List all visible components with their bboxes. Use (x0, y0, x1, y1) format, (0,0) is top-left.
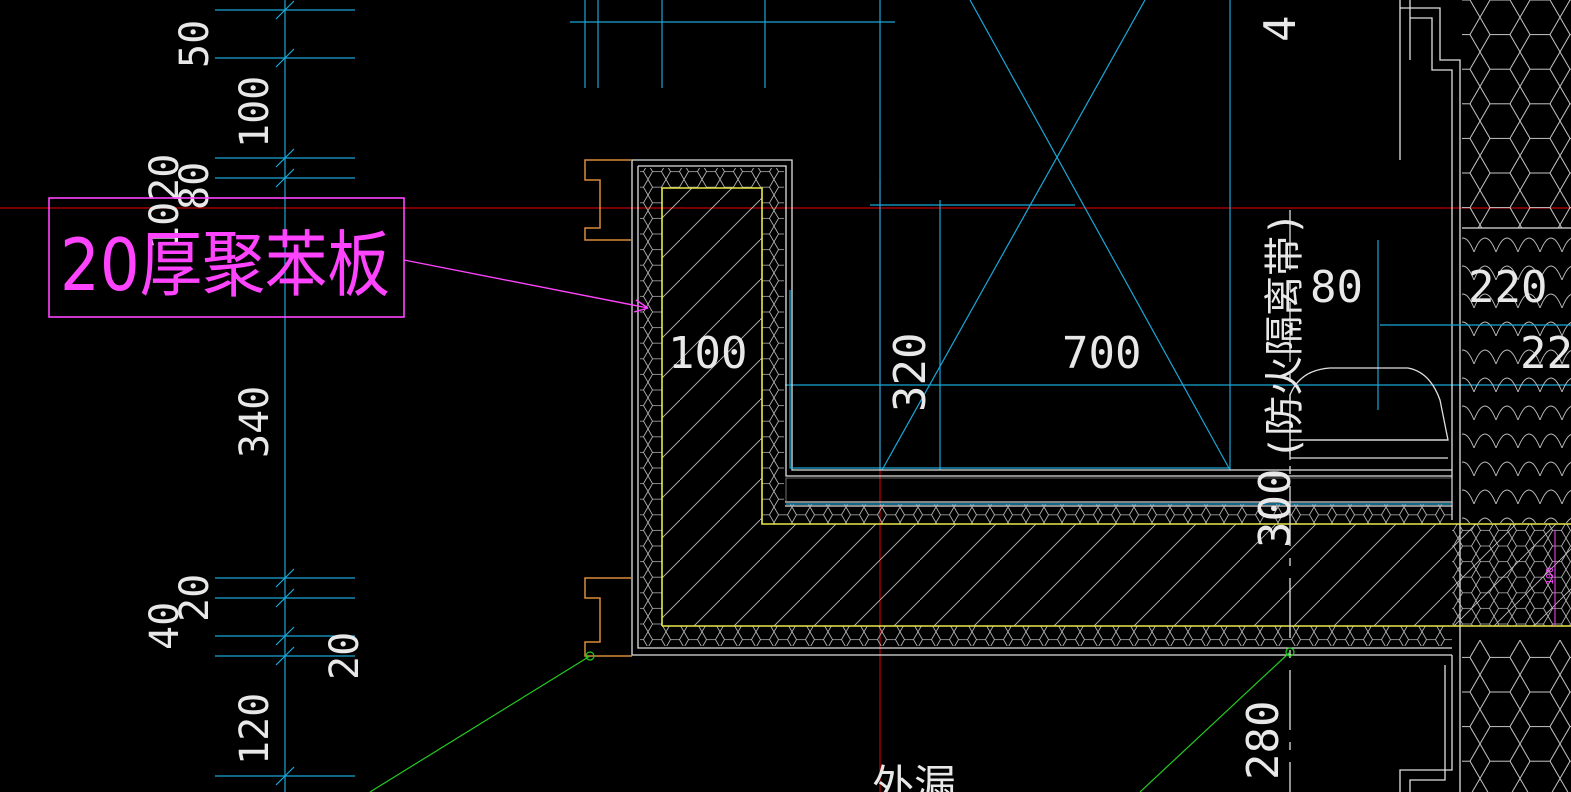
bottom-label: 外漏 (872, 761, 956, 792)
dim-label-inner-100: 100 (668, 328, 747, 379)
dim-label-20-b: 20 (322, 632, 368, 680)
dim-label-22: 22 (1520, 328, 1571, 379)
fire-band-wave (1462, 228, 1571, 523)
dim-label-50: 50 (172, 20, 218, 68)
dim-label-340: 340 (232, 386, 278, 458)
left-dim-labels: 50 100 1020 80 340 20 40 20 120 (142, 20, 368, 765)
leader-green-left (369, 655, 591, 792)
dim-label-700: 700 (1062, 328, 1141, 379)
insulation-outline (661, 187, 1571, 626)
concrete-section (662, 188, 1571, 626)
dim-label-80: 80 (172, 162, 218, 210)
callout-box[interactable] (48, 197, 405, 318)
small-dim-label: 100 (1545, 567, 1556, 585)
opening-cross (785, 0, 1571, 471)
right-wall-insulation-top (1462, 0, 1571, 228)
dim-label-1020: 1020 (142, 154, 188, 250)
coping-stone (1289, 367, 1449, 441)
dim-label-80-right: 80 (1310, 262, 1363, 313)
left-dimension-chain (215, 0, 355, 792)
fire-band-label: (防火隔离带) (1262, 212, 1308, 460)
dim-label-120: 120 (232, 693, 278, 765)
top-dimension-lines (570, 0, 1231, 470)
dim-label-20-a: 20 (172, 574, 218, 622)
metal-trim-profiles (584, 159, 632, 657)
right-wall-lines (1399, 0, 1571, 792)
callout-text: 20厚聚苯板 (60, 223, 390, 307)
concrete-screed (785, 477, 1453, 503)
right-wall-insulation-bottom (1462, 640, 1571, 792)
leader-green-right (1139, 651, 1291, 792)
dim-label-100: 100 (232, 76, 278, 148)
dim-label-320: 320 (885, 333, 936, 412)
callout-leader (403, 259, 649, 309)
dim-label-40: 40 (142, 602, 188, 650)
dim-label-280: 280 (1238, 701, 1289, 780)
dim-label-300: 300 (1250, 469, 1301, 548)
inner-cyan-lines (786, 240, 1571, 505)
dim-label-220: 220 (1468, 262, 1547, 313)
dim-label-4: 4 (1255, 16, 1306, 43)
